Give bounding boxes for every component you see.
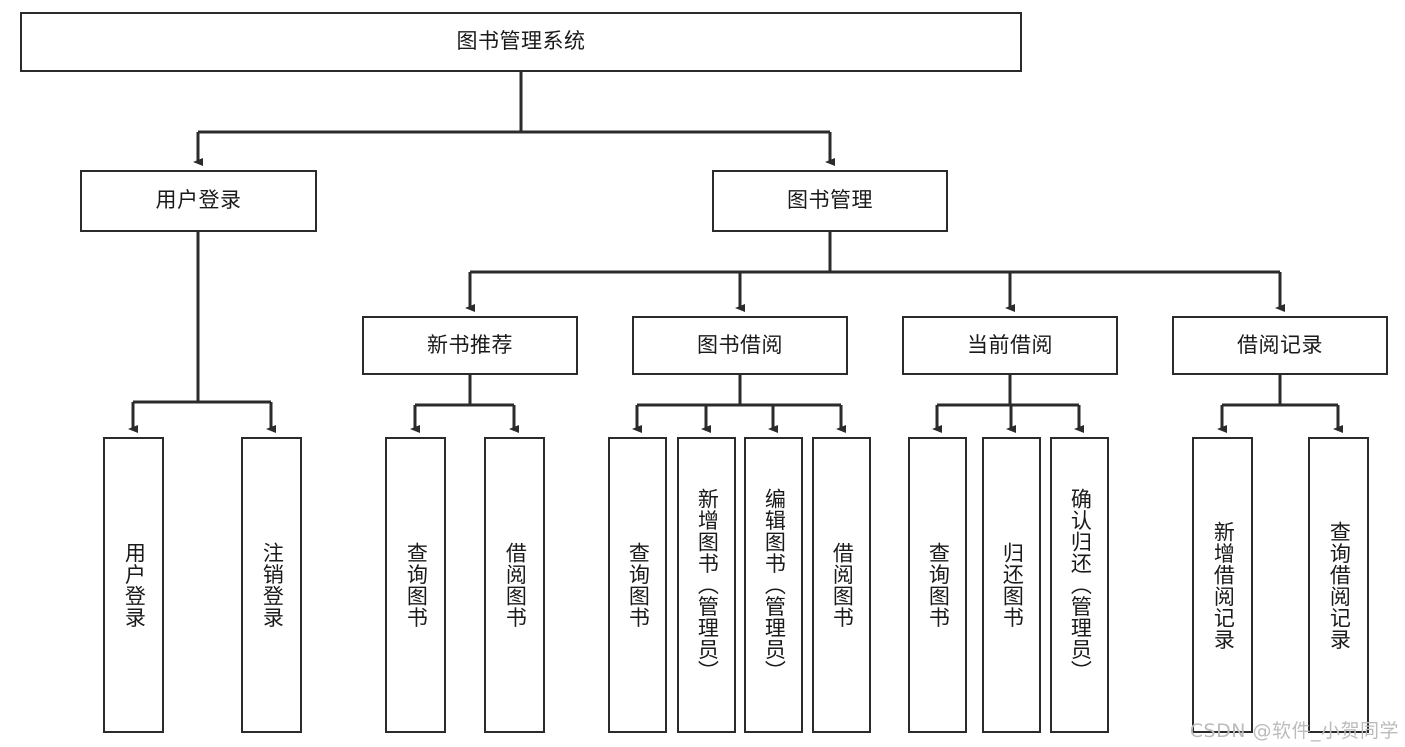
node-user-login[interactable]: 用户登录 [80,170,317,232]
node-label: 新书推荐 [427,332,513,357]
node-label: 归还图书 [1000,542,1025,628]
node-label: 借阅图书 [503,542,528,628]
node-label: 新增图书（管理员） [695,488,720,682]
node-leaf-query-book-2[interactable]: 查询图书 [608,437,667,733]
node-label: 编辑图书（管理员） [762,488,787,682]
node-leaf-borrow-book-1[interactable]: 借阅图书 [484,437,545,733]
node-label: 用户登录 [155,188,242,213]
node-leaf-user-logout[interactable]: 注销登录 [241,437,302,733]
node-new-book-recommend[interactable]: 新书推荐 [362,316,578,375]
node-label: 图书管理 [787,188,873,213]
node-leaf-query-book-1[interactable]: 查询图书 [385,437,446,733]
node-label: 借阅图书 [830,542,855,628]
node-leaf-confirm-return-admin[interactable]: 确认归还（管理员） [1050,437,1109,733]
node-label: 查询图书 [404,542,429,628]
node-label: 新增借阅记录 [1211,520,1236,650]
node-label: 查询图书 [626,542,651,628]
node-leaf-edit-book-admin[interactable]: 编辑图书（管理员） [744,437,803,733]
node-label: 图书借阅 [697,332,783,357]
node-label: 注销登录 [260,542,285,628]
node-label: 借阅记录 [1237,332,1323,357]
node-label: 查询图书 [926,542,951,628]
node-leaf-user-login[interactable]: 用户登录 [103,437,164,733]
node-leaf-add-borrow-record[interactable]: 新增借阅记录 [1192,437,1253,733]
node-book-borrowing[interactable]: 图书借阅 [632,316,848,375]
node-leaf-borrow-book-2[interactable]: 借阅图书 [812,437,871,733]
node-leaf-query-book-3[interactable]: 查询图书 [908,437,967,733]
node-leaf-query-borrow-record[interactable]: 查询借阅记录 [1308,437,1369,733]
node-label: 查询借阅记录 [1327,520,1352,650]
node-label: 图书管理系统 [456,29,586,54]
node-leaf-return-book[interactable]: 归还图书 [982,437,1041,733]
node-label: 确认归还（管理员） [1068,488,1093,682]
node-leaf-add-book-admin[interactable]: 新增图书（管理员） [677,437,736,733]
csdn-watermark: CSDN @软件_小贺同学 [1189,720,1399,742]
node-book-management[interactable]: 图书管理 [712,170,948,232]
node-current-borrowing[interactable]: 当前借阅 [902,316,1118,375]
node-label: 当前借阅 [967,332,1053,357]
node-label: 用户登录 [122,542,147,628]
node-borrowing-records[interactable]: 借阅记录 [1172,316,1388,375]
node-root-system[interactable]: 图书管理系统 [20,12,1022,72]
